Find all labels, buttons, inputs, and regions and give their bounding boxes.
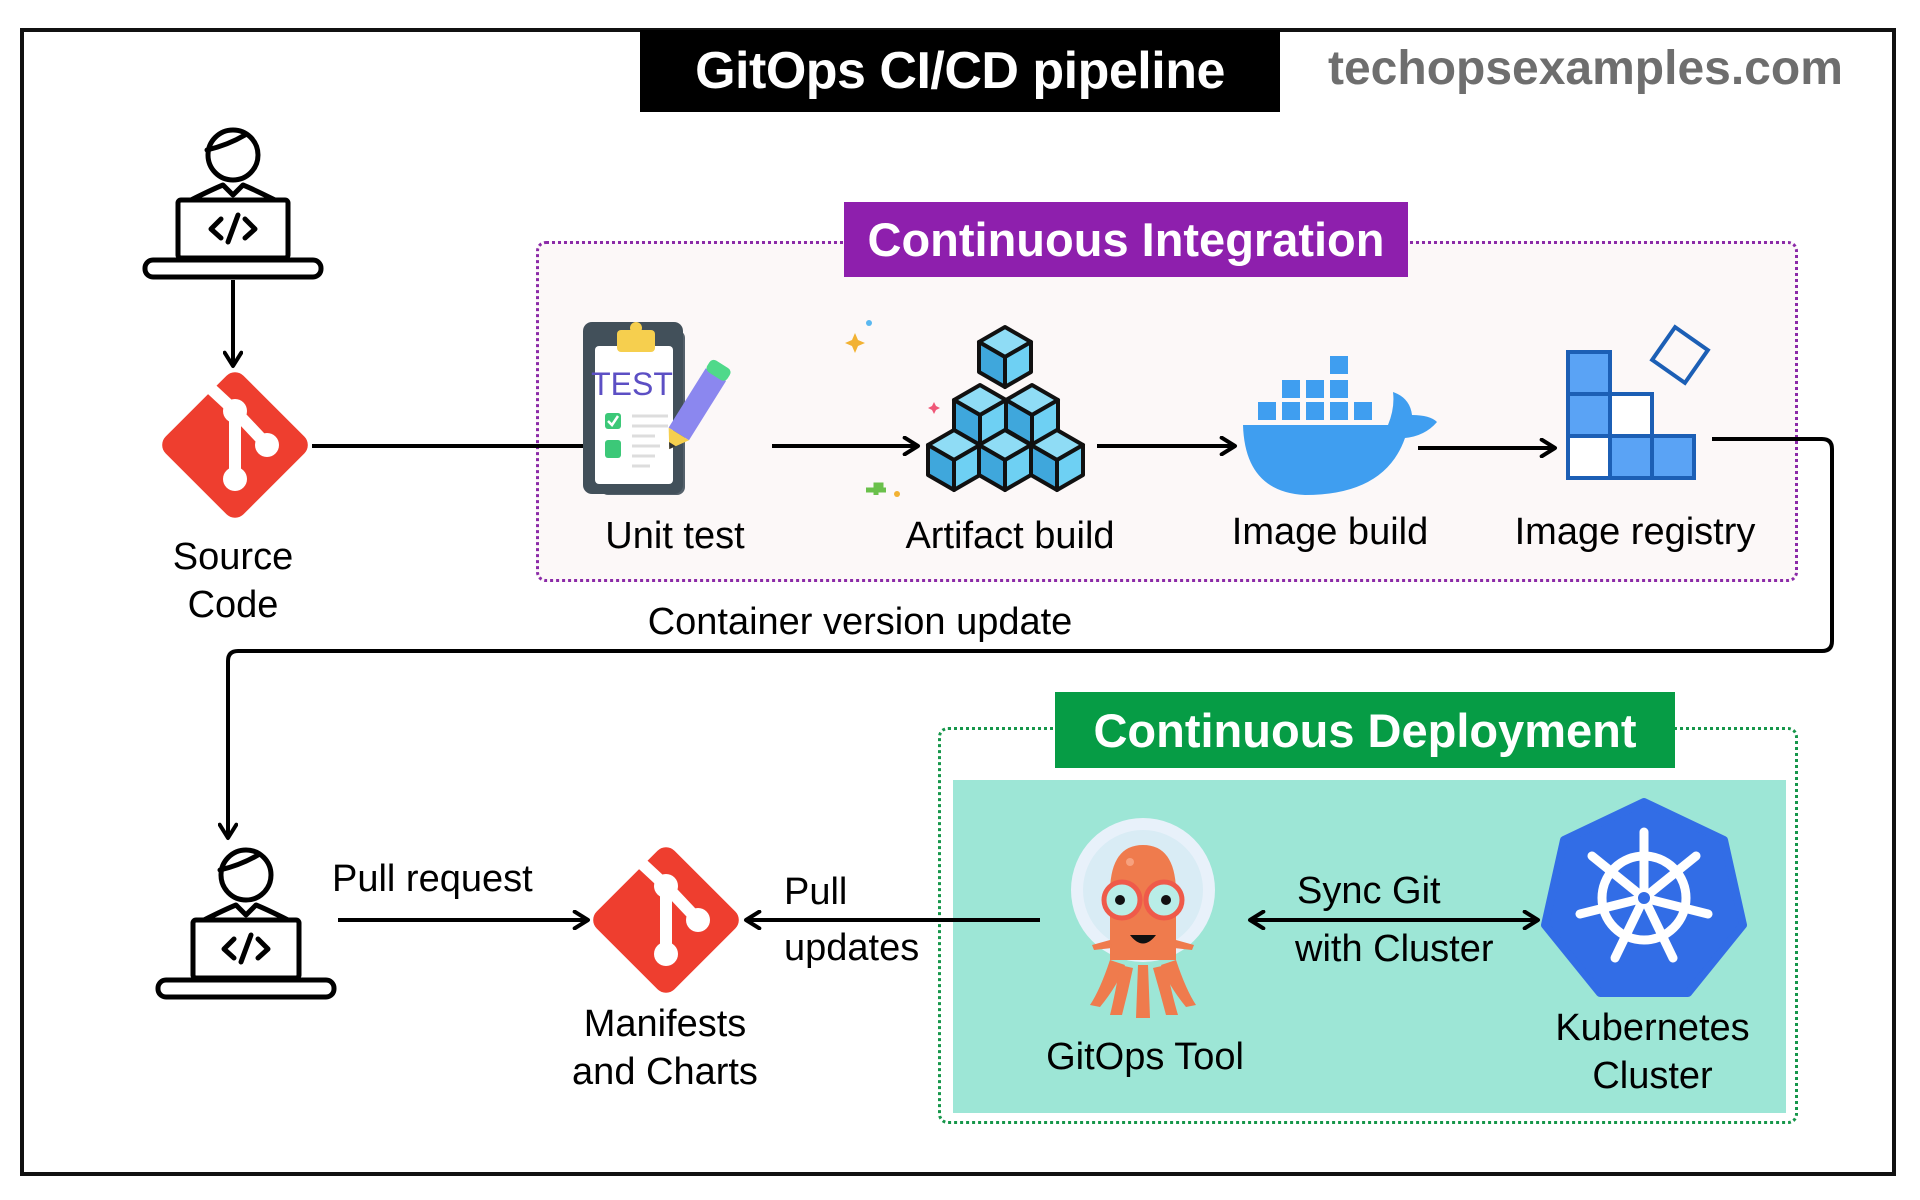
image-build-label: Image build (1231, 511, 1429, 553)
connector-container-version-update (228, 437, 1834, 838)
sync-git-label: Sync Git with Cluster (1295, 862, 1535, 978)
developer-laptop-icon (142, 127, 324, 280)
image-registry-label: Image registry (1514, 511, 1756, 553)
kubernetes-cluster-label: Kubernetes Cluster (1530, 1004, 1775, 1100)
argo-octopus-icon (1071, 818, 1215, 1018)
artifact-build-label: Artifact build (905, 515, 1115, 557)
pull-updates-label: Pull updates (784, 864, 944, 976)
cube-face (1055, 443, 1085, 492)
unit-test-label: Unit test (605, 515, 745, 557)
cubes-icon (926, 325, 1085, 492)
clipboard-test-text: TEST (591, 366, 673, 402)
git-icon (162, 372, 308, 518)
title-text: GitOps CI/CD pipeline (695, 42, 1225, 100)
sparkle-decorations (845, 320, 940, 497)
manifests-label-line1: Manifests (583, 1003, 747, 1045)
kubernetes-icon (1541, 798, 1747, 997)
ci-section-title: Continuous Integration (844, 202, 1408, 277)
sync-git-line1: Sync Git (1297, 870, 1441, 912)
pull-request-label: Pull request (332, 858, 533, 900)
diagram-title: GitOps CI/CD pipeline (640, 30, 1280, 112)
clipboard-test-icon: TEST (583, 322, 731, 495)
ci-title-text: Continuous Integration (867, 213, 1385, 266)
source-code-label-line1: Source (172, 536, 294, 578)
cube-face (1003, 340, 1033, 389)
kubernetes-label-line2: Cluster (1592, 1055, 1713, 1097)
site-text: techopsexamples.com (1328, 41, 1843, 95)
container-version-update-label: Container version update (647, 601, 1073, 643)
site-watermark: techopsexamples.com (1328, 38, 1848, 98)
connectors (228, 280, 1834, 920)
docker-icon (1243, 356, 1437, 495)
pull-updates-line2: updates (784, 927, 920, 969)
cd-section-title: Continuous Deployment (1055, 692, 1675, 768)
kubernetes-label-line1: Kubernetes (1555, 1007, 1750, 1049)
gitops-tool-label: GitOps Tool (1046, 1036, 1244, 1078)
developer-laptop-icon (155, 847, 337, 1000)
sync-git-line2: with Cluster (1295, 928, 1494, 970)
pull-updates-line1: Pull (784, 871, 848, 913)
cd-title-text: Continuous Deployment (1093, 703, 1637, 757)
manifests-label: Manifests and Charts (540, 1000, 790, 1096)
registry-icon (1566, 324, 1711, 480)
manifests-label-line2: and Charts (572, 1051, 758, 1093)
git-icon (593, 847, 739, 993)
source-code-label-line2: Code (187, 584, 279, 626)
source-code-label: Source Code (133, 533, 333, 629)
